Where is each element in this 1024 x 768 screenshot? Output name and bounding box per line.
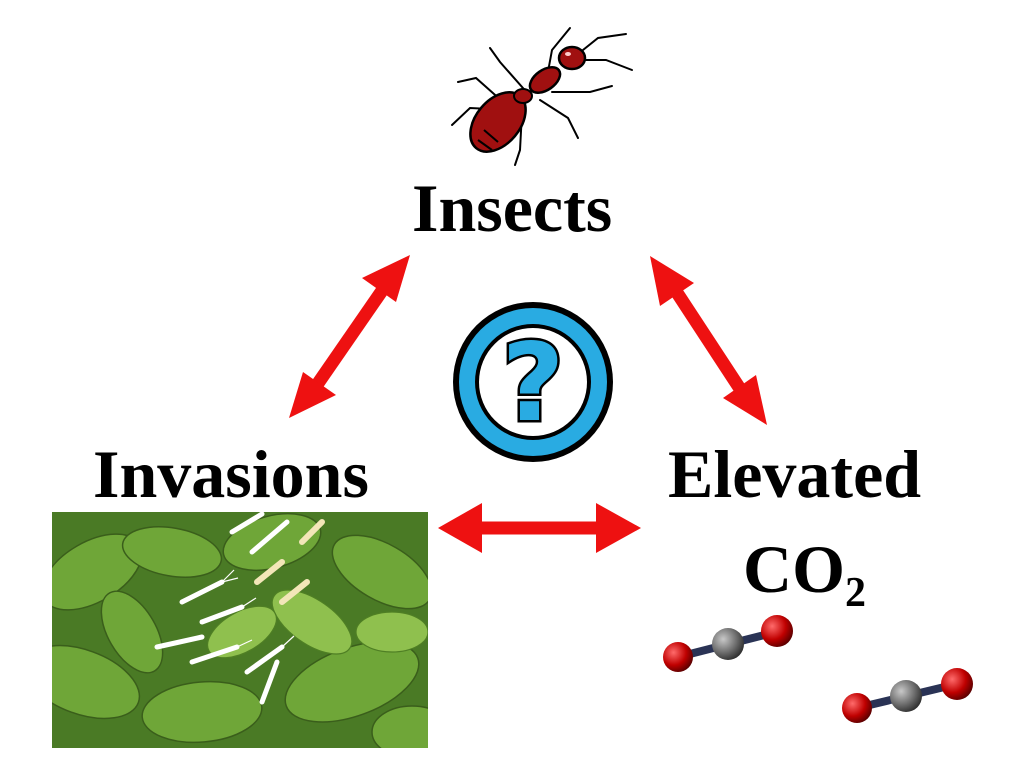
co2-subscript: 2	[845, 570, 866, 616]
co2-base-text: CO	[743, 531, 845, 607]
insects-label: Insects	[412, 170, 613, 246]
arrow-invasions-co2	[438, 503, 641, 553]
honeysuckle-photo	[52, 512, 428, 748]
co2-molecule-1	[663, 615, 793, 672]
invasions-label: Invasions	[93, 436, 369, 512]
question-glyph: ?	[502, 321, 565, 446]
elevated-label: Elevated	[668, 436, 922, 512]
co2-molecule-2	[842, 668, 973, 723]
co2-label: CO2	[743, 535, 866, 614]
arrow-insects-co2	[650, 256, 767, 425]
arrow-invasions-insects	[289, 255, 410, 418]
